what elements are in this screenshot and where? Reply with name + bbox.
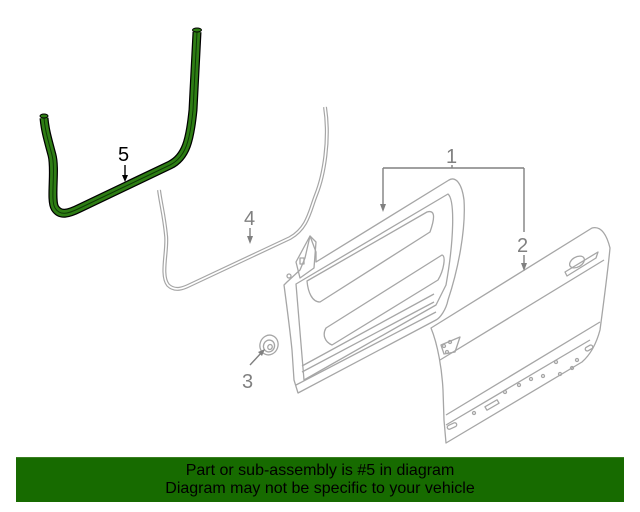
part-info-banner: Part or sub-assembly is #5 in diagram Di… [16,457,624,502]
part-4-weatherstrip[interactable] [157,106,329,291]
callout-3[interactable]: 3 [242,371,253,393]
callout-4[interactable]: 4 [244,208,255,230]
callout-1[interactable]: 1 [446,146,457,168]
callout-2[interactable]: 2 [517,235,528,257]
parts-diagram: 1 2 3 4 5 [39,27,611,444]
callout-arrowheads [247,204,527,356]
part-1-door-shell[interactable] [283,178,465,394]
part-3-plug[interactable] [257,333,281,358]
callout-leaders [249,165,525,366]
banner-line-disclaimer: Diagram may not be specific to your vehi… [165,480,475,497]
part-2-door-skin[interactable] [430,226,611,444]
banner-line-part-number: Part or sub-assembly is #5 in diagram [185,462,455,479]
callout-5[interactable]: 5 [118,144,129,166]
part-5-door-seal[interactable] [39,27,202,218]
callout-5-leader [122,165,128,182]
